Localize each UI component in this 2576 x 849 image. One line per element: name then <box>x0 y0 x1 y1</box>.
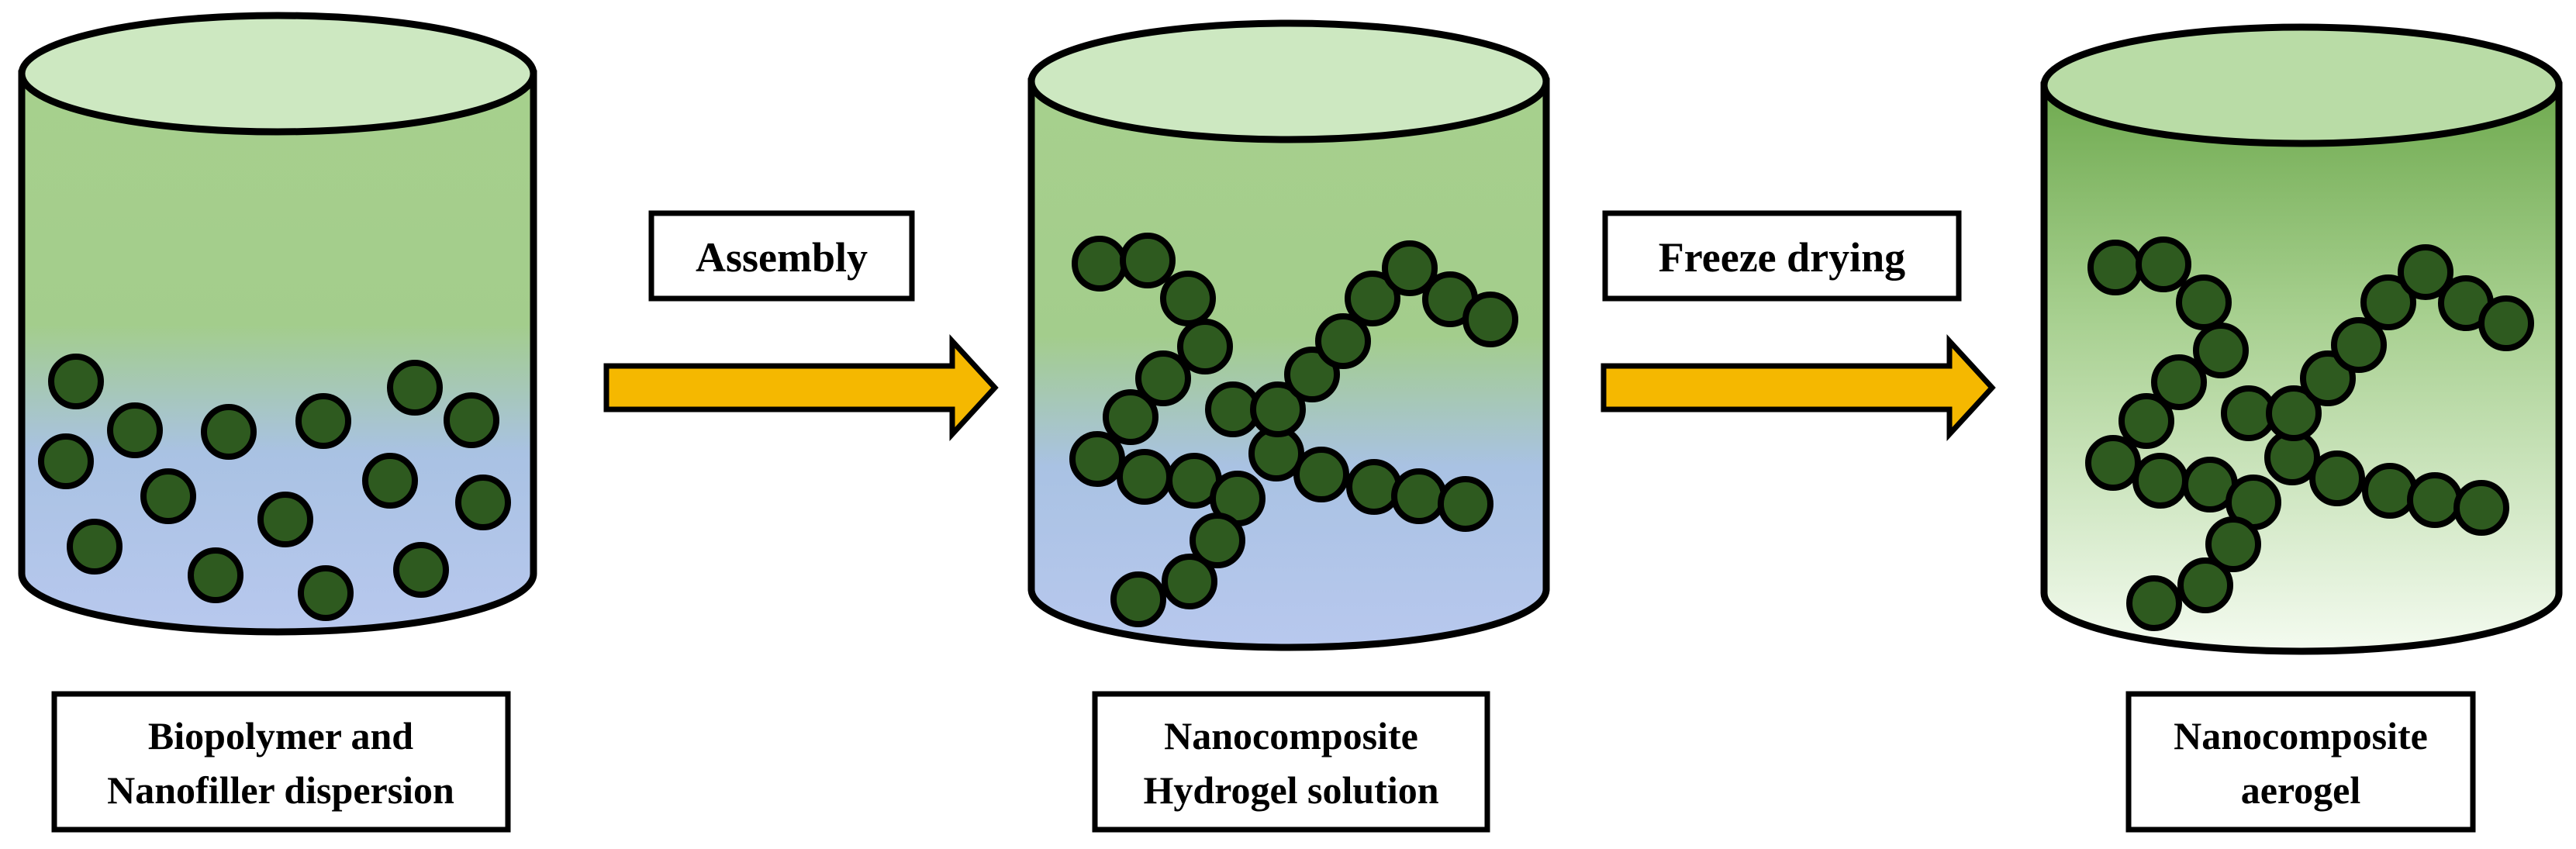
step-label: Assembly <box>696 234 868 281</box>
container-body <box>2040 81 2563 655</box>
nanofiller-particle <box>1135 350 1191 406</box>
particle-network <box>1069 233 1518 627</box>
nanofiller-particle <box>67 519 123 575</box>
caption-dispersion: Biopolymer and Nanofiller dispersion <box>51 691 511 833</box>
nanofiller-particle <box>2176 274 2232 330</box>
nanofiller-particle <box>257 492 313 547</box>
nanofiller-particle <box>1284 347 1340 402</box>
nanofiller-particle <box>2126 575 2182 631</box>
step-freeze-drying: Freeze drying <box>1601 210 1996 441</box>
caption-line: aerogel <box>2241 768 2361 812</box>
nanofiller-particle <box>1391 468 1447 524</box>
nanofiller-particle <box>295 393 351 449</box>
nanofiller-particle <box>393 542 449 598</box>
nanofiller-particle <box>387 360 443 416</box>
caption-box <box>1092 691 1490 833</box>
container-top <box>18 12 537 136</box>
caption-line: Nanocomposite <box>2174 714 2428 758</box>
nanofiller-particle <box>2360 274 2416 330</box>
nanofiller-particle <box>1438 476 1493 532</box>
caption-line: Nanofiller dispersion <box>107 768 454 812</box>
nanofiller-particle <box>1117 449 1172 505</box>
caption-line: Hydrogel solution <box>1143 768 1438 812</box>
nanofiller-particle <box>362 453 418 509</box>
nanofiller-particle <box>1190 513 1245 568</box>
nanofiller-particle <box>1110 571 1166 627</box>
caption-hydrogel: Nanocomposite Hydrogel solution <box>1092 691 1490 833</box>
nanofiller-particle <box>2300 350 2356 406</box>
nanofiller-particle <box>1250 381 1306 437</box>
nanofiller-particle <box>1382 240 1438 296</box>
nanofiller-particle <box>2151 354 2207 410</box>
particle-network <box>2085 236 2534 631</box>
nanofiller-particle <box>2205 516 2261 572</box>
nanofiller-particle <box>2177 557 2233 613</box>
nanofiller-particle <box>1462 292 1518 347</box>
nanofiller-particle <box>1293 447 1349 502</box>
nanofiller-particle <box>1072 236 1127 292</box>
nanofiller-particle <box>444 392 499 448</box>
container-aerogel <box>2040 23 2563 655</box>
nanofiller-particle <box>2136 236 2191 292</box>
nanofiller-particle <box>1069 431 1125 487</box>
caption-aerogel: Nanocomposite aerogel <box>2125 691 2476 833</box>
nanofiller-particle <box>2362 463 2418 519</box>
nanofiller-particle <box>1103 389 1159 445</box>
caption-box <box>2125 691 2476 833</box>
nanofiller-particle <box>2085 435 2141 491</box>
container-hydrogel <box>1027 19 1550 651</box>
process-arrow <box>1601 334 1996 441</box>
dispersed-particles <box>38 354 511 621</box>
nanofiller-particle <box>2193 323 2249 378</box>
nanofiller-particle <box>2407 472 2463 528</box>
nanofiller-particle <box>107 402 163 458</box>
nanofiller-particle <box>2087 240 2143 295</box>
nanofiller-particle <box>48 354 104 409</box>
nanofiller-particle <box>2453 480 2509 536</box>
nanofiller-particle <box>298 565 354 621</box>
container-top <box>2040 23 2563 147</box>
container-top <box>1027 19 1550 143</box>
nanofiller-particle <box>140 468 196 524</box>
step-label: Freeze drying <box>1659 234 1905 281</box>
nanofiller-particle <box>1162 554 1217 609</box>
nanofiller-particle <box>1160 271 1216 326</box>
caption-box <box>51 691 511 833</box>
nanofiller-particle <box>1120 233 1176 288</box>
nanofiller-particle <box>2478 295 2534 351</box>
nanofiller-particle <box>201 404 257 460</box>
nanofiller-particle <box>2309 450 2365 506</box>
nanofiller-particle <box>2266 385 2322 441</box>
container-dispersion <box>18 12 537 636</box>
nanofiller-particle <box>1177 319 1233 374</box>
nanofiller-particle <box>1315 313 1371 369</box>
step-label-box <box>1602 210 1962 302</box>
step-assembly: Assembly <box>603 210 999 441</box>
nanofiller-particle <box>455 475 511 530</box>
nanofiller-particle <box>1345 271 1400 326</box>
caption-line: Biopolymer and <box>148 714 413 758</box>
nanofiller-particle <box>188 547 243 603</box>
step-label-box <box>648 210 915 302</box>
nanofiller-particle <box>38 433 94 489</box>
nanofiller-particle <box>2132 453 2188 509</box>
nanofiller-particle <box>2398 244 2453 300</box>
caption-line: Nanocomposite <box>1164 714 1418 758</box>
process-arrow <box>603 334 999 441</box>
nanofiller-particle <box>2331 317 2387 373</box>
nanofiller-particle <box>1346 459 1402 515</box>
nanofiller-particle <box>2118 393 2174 449</box>
